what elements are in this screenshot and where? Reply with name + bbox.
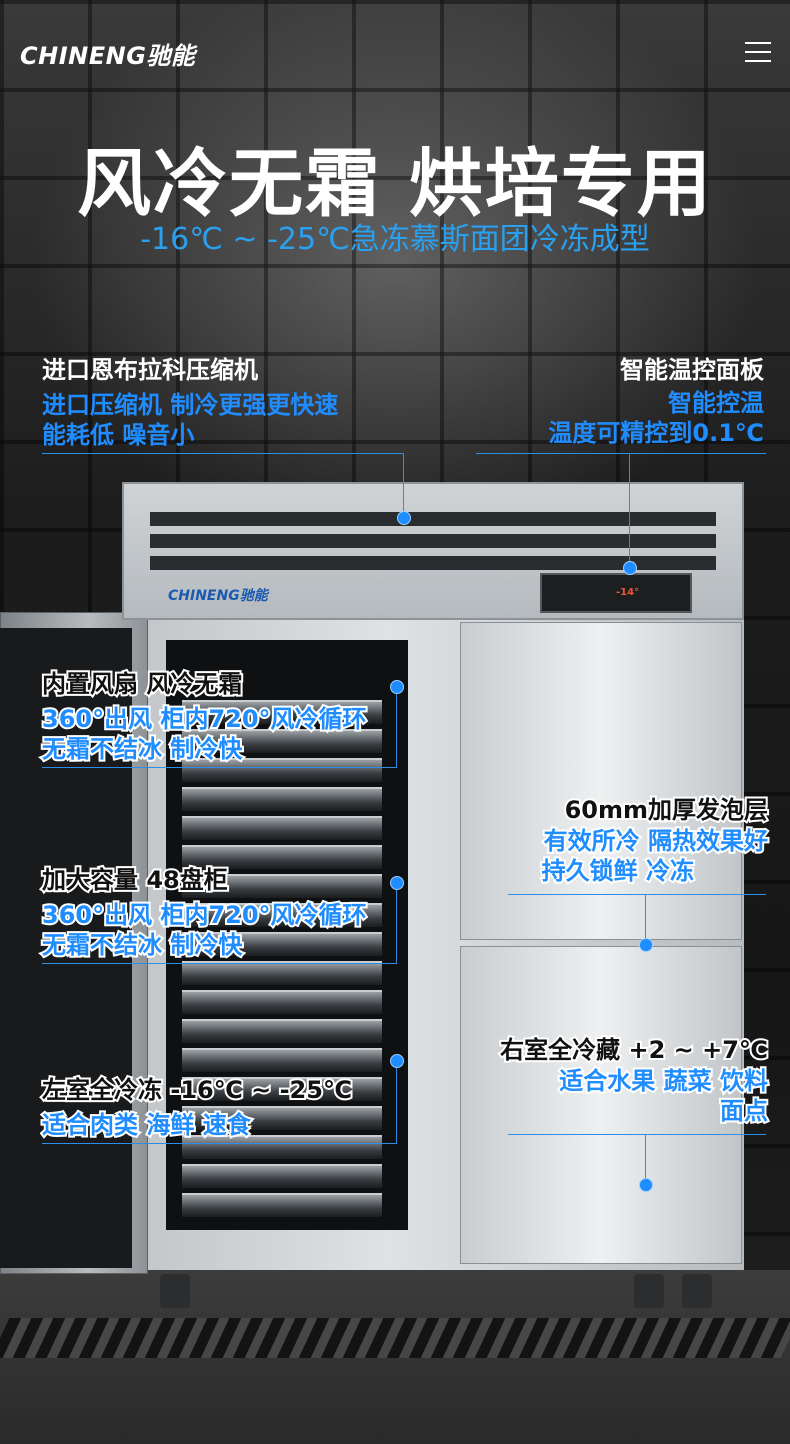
callout-line (396, 688, 397, 768)
callout-line (396, 1062, 397, 1144)
right-lower-door (460, 946, 742, 1264)
baking-tray (182, 903, 382, 927)
baking-tray (182, 1077, 382, 1101)
baking-tray (182, 1193, 382, 1217)
callout-dot (390, 876, 404, 890)
feature-panel-title: 智能温控面板 (620, 356, 764, 384)
baking-tray (182, 1019, 382, 1043)
callout-line (629, 453, 630, 565)
callout-line (645, 1134, 646, 1182)
callout-dot (397, 511, 411, 525)
callout-line (42, 453, 404, 454)
feature-right-chamber-title: 右室全冷藏 +2 ~ +7℃ (498, 1034, 770, 1066)
callout-line (645, 894, 646, 942)
feature-panel-line: 温度可精控到0.1℃ (548, 419, 764, 447)
panel-display: -14° (616, 587, 640, 598)
hero-title: 风冷无霜 烘培专用 (77, 141, 713, 227)
baking-tray (182, 700, 382, 724)
baking-tray (182, 874, 382, 898)
baking-tray (182, 961, 382, 985)
caster-wheel (634, 1274, 664, 1308)
feature-left-chamber-title: 左室全冷冻 -16℃ ~ -25℃ (40, 1074, 354, 1106)
baking-tray (182, 1048, 382, 1072)
feature-foam-title: 60mm加厚发泡层 (563, 794, 770, 826)
callout-line (42, 1143, 396, 1144)
fridge-logo: CHINENG驰能 (168, 588, 268, 604)
brand-logo[interactable]: CHINENG驰能 (20, 42, 196, 70)
callout-line (396, 884, 397, 964)
baking-tray (182, 1135, 382, 1159)
baking-tray (182, 758, 382, 782)
callout-line (403, 453, 404, 515)
callout-dot (390, 1054, 404, 1068)
feature-fan-line: 360°出风 柜内720°风冷循环 (40, 703, 369, 735)
baking-tray (182, 1164, 382, 1188)
floor-grate (0, 1318, 790, 1358)
callout-line (508, 894, 766, 895)
right-upper-door (460, 622, 742, 940)
feature-capacity-line: 360°出风 柜内720°风冷循环 (40, 899, 369, 931)
feature-left-chamber-line: 适合肉类 海鲜 速食 (40, 1109, 253, 1141)
callout-line (508, 1134, 766, 1135)
feature-compressor-line: 进口压缩机 制冷更强更快速 (42, 391, 339, 419)
feature-foam-line: 持久锁鲜 冷冻 (540, 855, 696, 887)
caster-wheel (682, 1274, 712, 1308)
hamburger-menu-icon[interactable] (745, 42, 771, 64)
baking-tray (182, 1106, 382, 1130)
baking-tray (182, 932, 382, 956)
feature-compressor-title: 进口恩布拉科压缩机 (42, 356, 258, 384)
feature-foam-line: 有效所冷 隔热效果好 (542, 825, 770, 857)
feature-capacity-title: 加大容量 48盘柜 (40, 864, 230, 896)
vent-slot (150, 534, 716, 548)
hero-subtitle: -16℃ ~ -25℃急冻慕斯面团冷冻成型 (140, 222, 650, 257)
baking-tray (182, 787, 382, 811)
caster-wheel (160, 1274, 190, 1308)
callout-dot (623, 561, 637, 575)
open-door-inner (0, 628, 132, 1268)
callout-dot (639, 1178, 653, 1192)
feature-compressor-line: 能耗低 噪音小 (42, 421, 195, 449)
baking-tray (182, 816, 382, 840)
feature-fan-title: 内置风扇 风冷无霜 (40, 668, 244, 700)
feature-right-chamber-line: 面点 (718, 1095, 770, 1127)
feature-panel-line: 智能控温 (668, 389, 764, 417)
feature-fan-line: 无霜不结冰 制冷快 (40, 733, 244, 765)
callout-line (476, 453, 766, 454)
feature-capacity-line: 无霜不结冰 制冷快 (40, 929, 244, 961)
vent-slot (150, 556, 716, 570)
baking-tray (182, 729, 382, 753)
baking-tray (182, 845, 382, 869)
callout-dot (390, 680, 404, 694)
baking-tray (182, 990, 382, 1014)
feature-right-chamber-line: 适合水果 蔬菜 饮料 (557, 1065, 770, 1097)
temperature-control-panel: -14° (540, 573, 692, 613)
vent-slot (150, 512, 716, 526)
callout-line (42, 963, 396, 964)
callout-line (42, 767, 396, 768)
callout-dot (639, 938, 653, 952)
